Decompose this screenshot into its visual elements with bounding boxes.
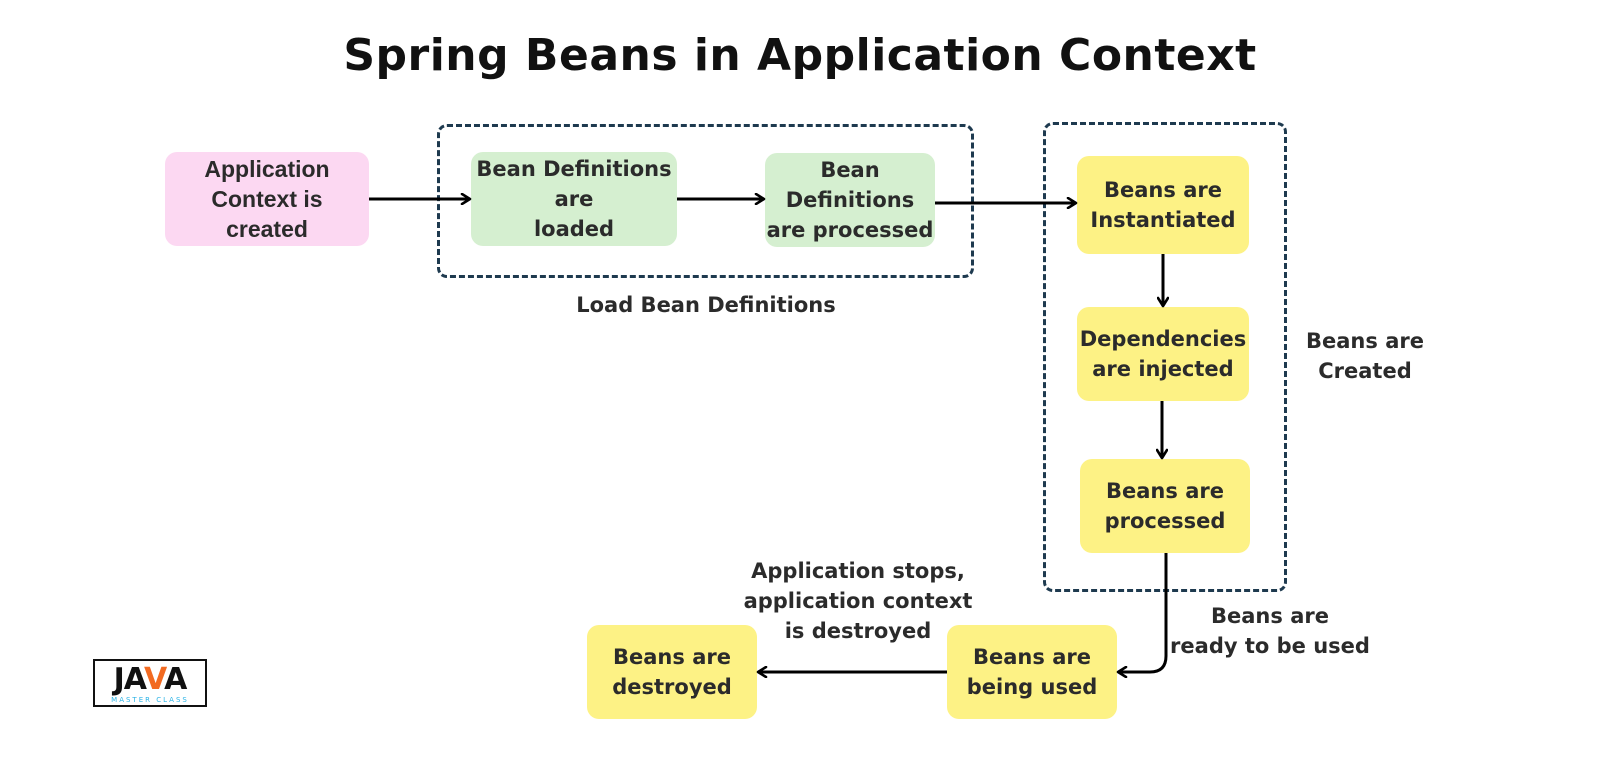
node-label: Beans are processed (1104, 479, 1226, 533)
node-beans-destroyed: Beans are destroyed (587, 625, 757, 719)
node-label: Beans are Instantiated (1090, 178, 1236, 232)
arrow-processed-to-being-used (1119, 553, 1168, 672)
logo-word-mid: V (143, 662, 165, 697)
node-dependencies-injected: Dependencies are injected (1077, 307, 1249, 401)
application-stops-label: Application stops, application context i… (743, 559, 973, 643)
beans-ready-label: Beans are ready to be used (1170, 604, 1370, 658)
logo-word-right: A (164, 662, 187, 697)
node-label: Dependencies are injected (1079, 327, 1247, 381)
node-label: Beans are being used (966, 645, 1098, 699)
node-beans-processed: Beans are processed (1080, 459, 1250, 553)
logo-subtitle: MASTER CLASS (111, 696, 189, 704)
node-bean-definitions-loaded: Bean Definitions are loaded (471, 152, 677, 246)
node-label: Application Context is created (204, 156, 330, 242)
node-label: Bean Definitions are processed (766, 158, 934, 242)
load-bean-definitions-group (437, 124, 974, 278)
node-label: Beans are destroyed (612, 645, 732, 699)
node-application-context-created: Application Context is created (165, 152, 369, 246)
java-master-class-logo: JAVA MASTER CLASS (93, 659, 207, 707)
node-beans-instantiated: Beans are Instantiated (1077, 156, 1249, 254)
node-label: Bean Definitions are loaded (476, 157, 672, 241)
diagram-title: Spring Beans in Application Context (343, 30, 1257, 81)
node-bean-definitions-processed: Bean Definitions are processed (765, 153, 935, 247)
logo-word-left: JA (113, 662, 145, 697)
node-beans-being-used: Beans are being used (947, 625, 1117, 719)
logo-wordmark: JAVA (95, 663, 205, 697)
load-bean-definitions-label: Load Bean Definitions (576, 293, 836, 317)
beans-created-label: Beans are Created (1306, 329, 1424, 383)
